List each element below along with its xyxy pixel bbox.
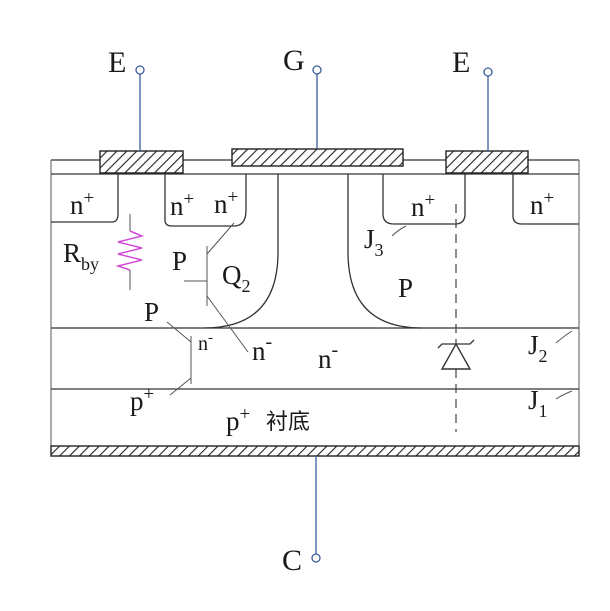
j3-label: J3 [364, 224, 384, 260]
gate-label: G [283, 44, 305, 77]
terminal-wires [135, 65, 493, 563]
r-by-resistor [115, 214, 145, 290]
r-by-label: Rby [63, 238, 99, 274]
emitter-left-pad [99, 150, 184, 174]
n-minus-drift-region: n- [318, 339, 338, 374]
p-region-right: P [398, 273, 413, 303]
collector-metal [50, 445, 580, 457]
parasitic-transistor-lower [166, 321, 192, 396]
n-plus-region-4: n+ [411, 190, 435, 222]
collector-label: C [282, 544, 302, 577]
gate-pad [231, 148, 404, 167]
substrate-chinese-label: 衬底 [266, 410, 310, 435]
q2-label: Q2 [222, 260, 251, 296]
emitter-right-pad [445, 150, 529, 174]
p-lower-label: P [144, 297, 159, 327]
j2-label: J2 [528, 330, 548, 366]
p-plus-label: p+ [130, 384, 154, 416]
p-base-label: P [172, 246, 187, 276]
j1-label: J1 [528, 385, 548, 421]
n-plus-region-1: n+ [70, 188, 94, 220]
n-minus-pointer-label: n- [252, 331, 272, 366]
zener-diode [437, 204, 475, 432]
region-outlines [51, 174, 579, 329]
p-plus-substrate-label: p+ [226, 404, 250, 436]
n-minus-small-label: n- [198, 330, 213, 355]
j1-arrow [555, 390, 573, 400]
j3-arrow [391, 225, 407, 237]
emitter-right-label: E [452, 46, 470, 79]
j2-arrow [555, 330, 573, 344]
n-plus-region-3: n+ [214, 187, 238, 219]
q2-transistor [184, 222, 249, 353]
n-plus-region-5: n+ [530, 188, 554, 220]
emitter-left-label: E [108, 46, 126, 79]
n-plus-region-2: n+ [170, 189, 194, 221]
